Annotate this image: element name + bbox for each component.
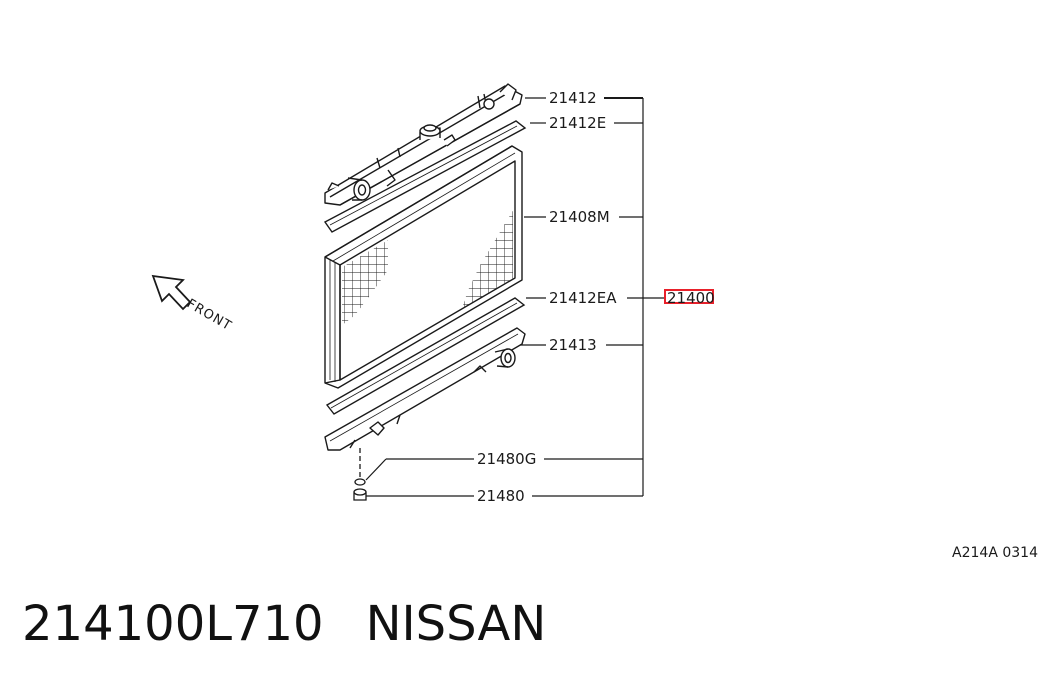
callout-21412ea: 21412EA	[549, 289, 617, 307]
leader-lines	[365, 97, 664, 497]
footer-caption: 214100L710 NISSAN	[22, 596, 546, 652]
callout-assembly-21400[interactable]: 21400	[667, 289, 715, 307]
callout-21412: 21412	[549, 89, 597, 107]
callout-21413: 21413	[549, 336, 597, 354]
assembly-highlight-box	[664, 289, 714, 304]
lower-tank	[324, 327, 526, 451]
lower-gasket	[325, 297, 526, 415]
callout-21480g: 21480G	[477, 450, 536, 468]
front-arrow-icon	[151, 274, 192, 311]
part-number: 214100L710	[22, 596, 324, 652]
drain-plug	[353, 448, 367, 501]
front-label: FRONT	[184, 296, 234, 334]
callout-21412e: 21412E	[549, 114, 606, 132]
brand-name: NISSAN	[365, 596, 547, 652]
upper-gasket	[323, 120, 527, 233]
upper-tank	[324, 83, 523, 206]
callout-21408m: 21408M	[549, 208, 610, 226]
diagram-reference-code: A214A 0314	[952, 545, 1038, 561]
callout-21480: 21480	[477, 487, 525, 505]
radiator-core	[324, 145, 523, 389]
